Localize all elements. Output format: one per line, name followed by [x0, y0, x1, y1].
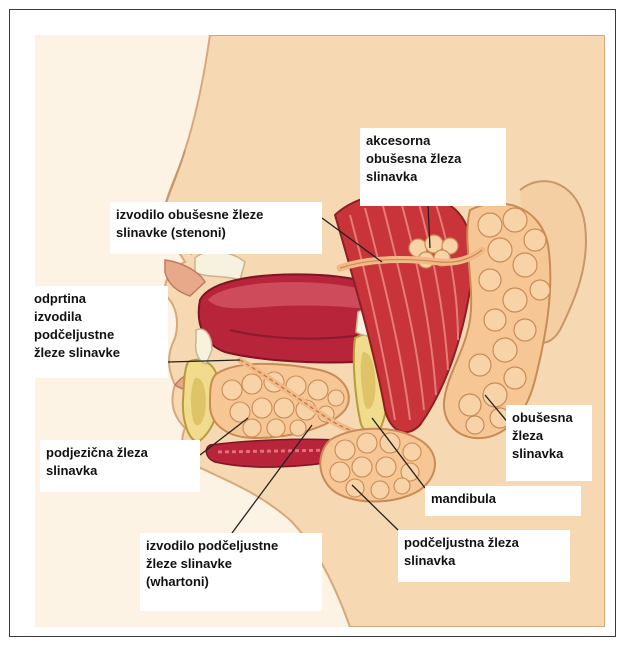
label-line: akcesorna — [366, 132, 500, 150]
label-submandibular-duct: izvodilo podčeljustne žleze slinavke (wh… — [140, 533, 322, 611]
label-line: slinavka — [46, 462, 194, 480]
label-line: slinavka — [512, 445, 586, 463]
label-line: slinavka — [404, 552, 564, 570]
label-mandible: mandibula — [425, 486, 581, 516]
label-line: izvodilo obušesne žleze — [116, 206, 316, 224]
label-line: obušesna — [512, 409, 586, 427]
label-line: žleze slinavke — [146, 555, 316, 573]
label-line: izvodila — [34, 308, 162, 326]
label-parotid-duct: izvodilo obušesne žleze slinavke (stenon… — [110, 202, 322, 254]
label-line: žleze slinavke — [34, 344, 162, 362]
label-line: podčeljustne — [34, 326, 162, 344]
label-submandibular-duct-opening: odprtina izvodila podčeljustne žleze sli… — [28, 286, 168, 378]
label-line: žleza — [512, 427, 586, 445]
label-line: izvodilo podčeljustne — [146, 537, 316, 555]
label-line: odprtina — [34, 290, 162, 308]
label-line: podjezična žleza — [46, 444, 194, 462]
label-submandibular-gland: podčeljustna žleza slinavka — [398, 530, 570, 582]
label-line: podčeljustna žleza — [404, 534, 564, 552]
label-accessory-parotid-gland: akcesorna obušesna žleza slinavka — [360, 128, 506, 206]
label-line: mandibula — [431, 490, 575, 508]
label-line: slinavka — [366, 168, 500, 186]
label-line: (whartoni) — [146, 573, 316, 591]
label-parotid-gland: obušesna žleza slinavka — [506, 405, 592, 481]
label-line: slinavke (stenoni) — [116, 224, 316, 242]
label-line: obušesna žleza — [366, 150, 500, 168]
label-sublingual-gland: podjezična žleza slinavka — [40, 440, 200, 492]
